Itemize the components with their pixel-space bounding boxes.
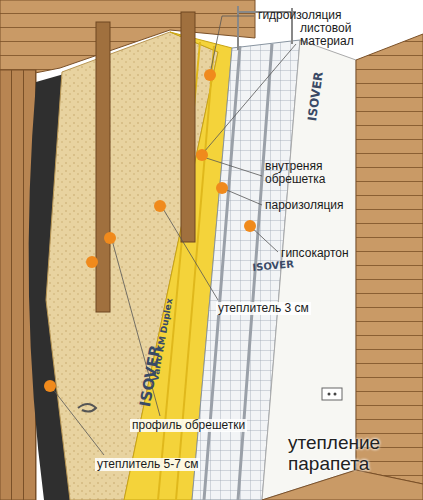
part-label: внутреняя обрешетка [265, 160, 355, 186]
part-label: гипсокартон [281, 247, 349, 260]
part-label: утеплитель 5-7 см [95, 458, 200, 471]
caption: утепление парапета [288, 432, 418, 474]
part-label: листовой материал [300, 22, 380, 48]
part-label: пароизоляция [265, 199, 344, 212]
part-label: профиль обрешетки [130, 419, 247, 432]
part-label: утеплитель 3 см [216, 302, 311, 315]
part-label: гидроизоляция [258, 9, 341, 22]
